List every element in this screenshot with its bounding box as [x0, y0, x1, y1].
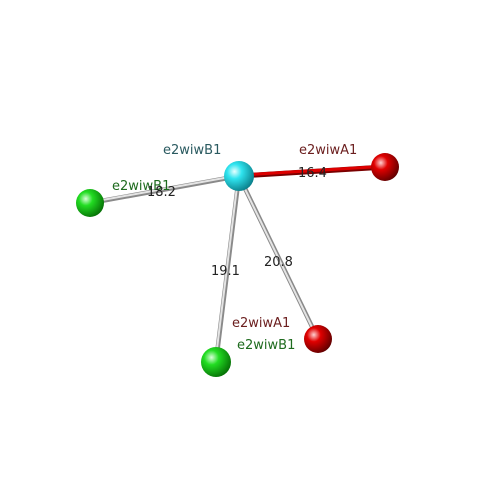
labels-layer: e2wiwB1 e2wiwA1 e2wiwB1 e2wiwA1 e2wiwB1 16.4 1… [112, 143, 357, 353]
bonds-layer [87, 164, 388, 365]
atom-sphere-red-bottom [304, 325, 332, 353]
bond-line [214, 174, 240, 363]
atom-sphere-green-bottom [201, 347, 231, 377]
bond-red_top [236, 164, 388, 179]
bond-green_left [87, 173, 242, 206]
distance-label-red-top: 16.4 [298, 166, 327, 181]
atom-label-red-bottom: e2wiwA1 [232, 316, 290, 331]
atom-label-green-bottom: e2wiwB1 [237, 338, 295, 353]
atom-sphere-green-left [76, 189, 104, 217]
bond-red_bottom [236, 173, 321, 342]
atom-sphere-center [224, 161, 254, 191]
bond-line [88, 174, 240, 204]
bond-line [237, 174, 319, 340]
distance-label-green-bottom: 19.1 [211, 264, 240, 279]
distance-label-red-bottom: 20.8 [264, 255, 293, 270]
distance-label-green-left: 18.2 [147, 185, 176, 200]
nodes-layer [76, 153, 399, 377]
atom-label-green-left: e2wiwB1 [112, 179, 170, 194]
atom-label-red-top: e2wiwA1 [299, 143, 357, 158]
atom-label-center: e2wiwB1 [163, 143, 221, 158]
bond-green_bottom [213, 173, 242, 365]
atom-sphere-red-top [371, 153, 399, 181]
bond-line [237, 164, 387, 177]
